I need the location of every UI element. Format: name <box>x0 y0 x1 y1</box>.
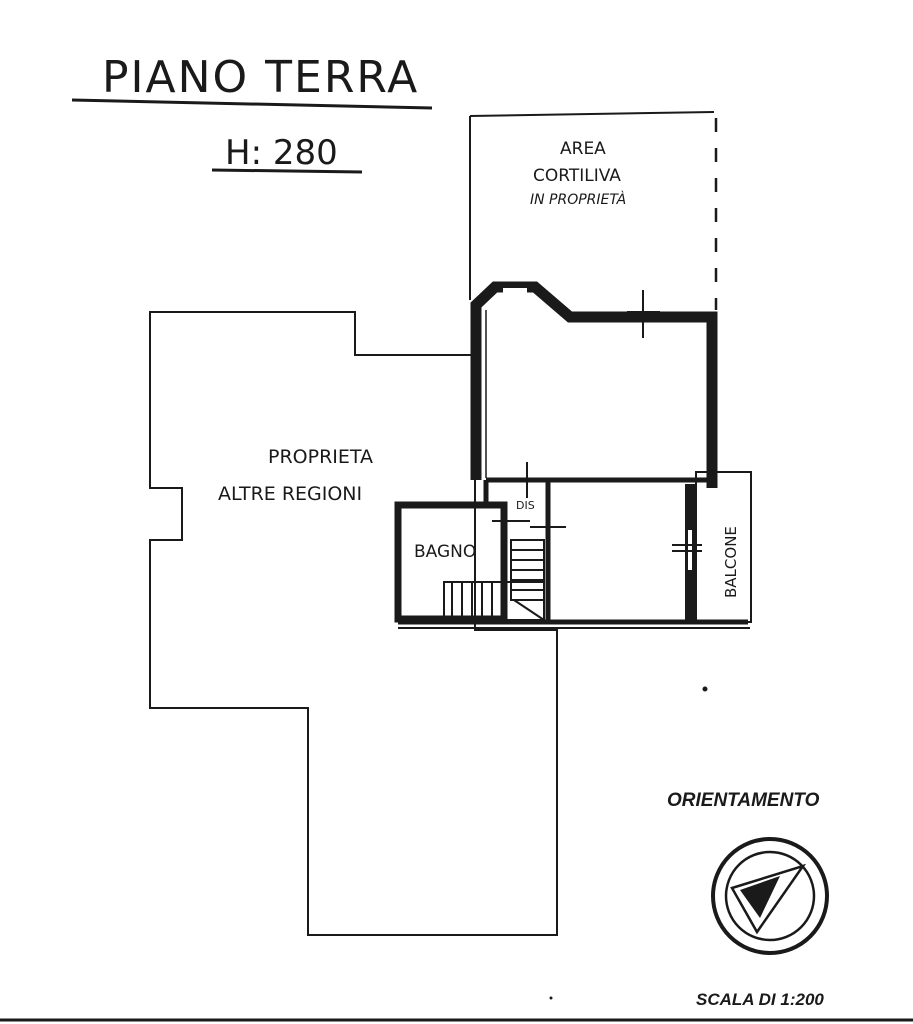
orientation-title: ORIENTAMENTO <box>667 790 820 811</box>
balcony-label: BALCONE <box>722 526 740 598</box>
balcony-outline <box>695 471 752 623</box>
courtyard-label-line3: IN PROPRIETÀ <box>530 191 626 208</box>
neighbour-label-line1: PROPRIETA <box>268 446 373 468</box>
neighbour-label-line2: ALTRE REGIONI <box>218 483 362 505</box>
floor-title: PIANO TERRA <box>102 52 419 103</box>
height-label-underline <box>211 168 363 174</box>
staircase <box>443 539 545 621</box>
courtyard-top-boundary <box>469 111 715 117</box>
scale-label: SCALA DI 1:200 <box>696 990 824 1009</box>
courtyard-label-line1: AREA <box>560 139 606 159</box>
main-room-walls <box>470 281 718 488</box>
bathroom-label: BAGNO <box>414 542 476 562</box>
stair-label: DIS <box>516 499 535 512</box>
courtyard-label-line2: CORTILIVA <box>533 166 621 186</box>
floor-title-underline <box>71 98 433 110</box>
scan-speck <box>549 996 553 1000</box>
height-label: H: 280 <box>225 133 338 173</box>
compass-rose-icon <box>711 837 829 955</box>
opening-marks <box>492 290 702 552</box>
neighbour-property-outline <box>149 311 558 936</box>
scan-speck <box>702 686 708 692</box>
